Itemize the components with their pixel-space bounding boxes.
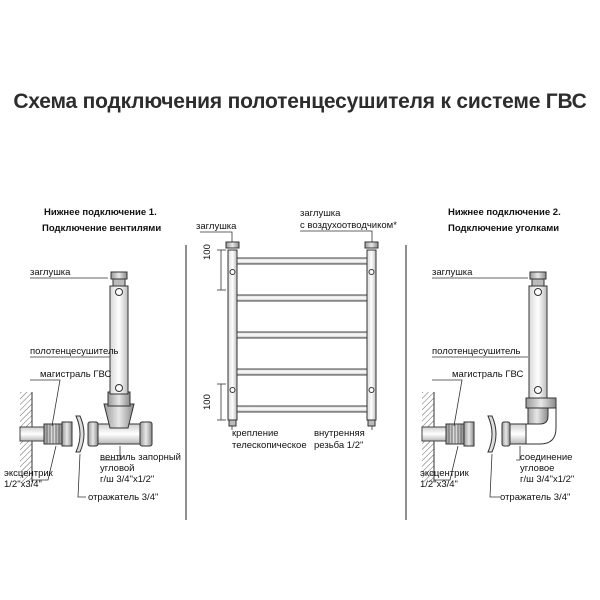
left-eccentric-label-1: эксцентрик [4,468,53,479]
right-elbow-label-1: соединение [520,452,573,463]
center-dryer-diagram [200,230,379,430]
center-air-cap-label-1: заглушка [300,208,341,219]
left-valve-label-1: вентиль запорный [100,452,181,463]
left-dryer-label: полотенцесушитель [30,346,119,357]
right-heading-1: Нижнее подключение 2. [448,207,561,218]
center-air-cap-label-2: с воздухоотводчиком* [300,220,397,231]
right-eccentric-label-2: 1/2"x3/4" [420,479,458,490]
center-cap-label: заглушка [196,221,237,232]
right-eccentric-label-1: эксцентрик [420,468,469,479]
right-reflector-label: отражатель 3/4" [500,492,571,503]
left-cap-label: заглушка [30,267,71,278]
center-dim-bottom: 100 [202,394,213,410]
left-heading-2: Подключение вентилями [42,223,162,234]
right-main-label: магистраль ГВС [452,369,524,380]
page-title: Схема подключения полотенцесушителя к си… [13,90,587,113]
left-heading-1: Нижнее подключение 1. [44,207,157,218]
center-mount-label-1: крепление [232,428,279,439]
center-dim-top: 100 [202,244,213,260]
left-connection-diagram [19,271,153,498]
right-cap-label: заглушка [432,267,473,278]
left-eccentric-label-2: 1/2"x3/4" [4,479,42,490]
center-mount-label-2: телескопическое [232,440,307,451]
left-main-label: магистраль ГВС [40,369,112,380]
left-valve-label-3: г/ш 3/4"x1/2" [100,474,155,485]
right-elbow-label-2: угловое [520,463,555,474]
left-valve-label-2: угловой [100,463,135,474]
right-heading-2: Подключение уголками [448,223,560,234]
right-connection-diagram [421,271,557,498]
right-elbow-label-3: г/ш 3/4"x1/2" [520,474,575,485]
left-reflector-label: отражатель 3/4" [88,492,159,503]
right-dryer-label: полотенцесушитель [432,346,521,357]
center-thread-label-2: резьба 1/2" [314,440,364,451]
center-thread-label-1: внутренняя [314,428,365,439]
